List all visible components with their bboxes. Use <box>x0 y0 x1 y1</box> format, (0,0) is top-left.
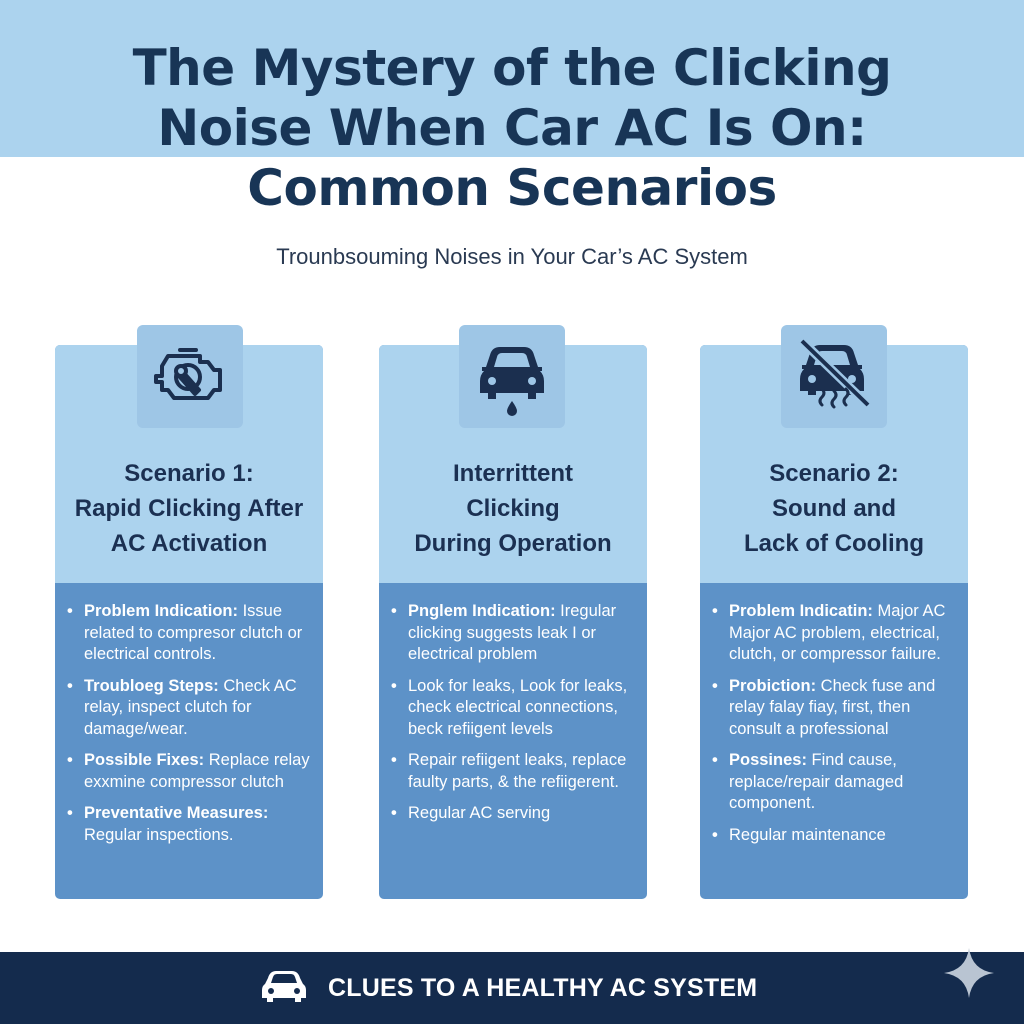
bullet-item: Troubloeg Steps: Check AC relay, inspect… <box>67 676 319 741</box>
car-leak-icon <box>459 325 565 428</box>
bullet-text: Look for leaks, Look for leaks, check el… <box>408 676 628 738</box>
card-bullet-list: Problem Indicatin: Major AC Major AC pro… <box>712 601 964 856</box>
bullet-text: Major AC Major AC problem, electrical, c… <box>729 602 946 663</box>
scenario-card-1: Scenario 1: Rapid Clicking After AC Acti… <box>55 345 323 899</box>
bullet-label: Troubloeg Steps: <box>84 676 219 695</box>
title-line-3: Common Scenarios <box>247 159 777 217</box>
heading-line: AC Activation <box>110 530 268 557</box>
bullet-text: Iregular clicking suggests leak I or ele… <box>408 602 617 663</box>
page-title: The Mystery of the Clicking Noise When C… <box>40 38 984 218</box>
bullet-text: Find cause, replace/repair damaged compo… <box>729 751 904 812</box>
header-band <box>0 0 1024 157</box>
title-line-2: Noise When Car AC Is On: <box>157 99 867 157</box>
heading-line: Sound and <box>772 495 896 522</box>
card-heading: Scenario 1: Rapid Clicking After AC Acti… <box>61 456 317 561</box>
bullet-label: Possible Fixes: <box>84 751 205 769</box>
heading-line: Scenario 1: <box>124 460 254 487</box>
heading-line: Interrittent <box>453 460 573 487</box>
bullet-text: Check AC relay, inspect clutch for damag… <box>84 676 297 738</box>
bullet-text: Issue related to compresor clutch or ele… <box>84 602 303 663</box>
bullet-item: Regular AC serving <box>391 803 643 825</box>
heading-line: Rapid Clicking After <box>74 495 304 522</box>
bullet-text: Check fuse and relay falay fiay, first, … <box>729 676 936 738</box>
bullet-text: Repair refiigent leaks, replace faulty p… <box>408 751 627 791</box>
bullet-label: Problem Indicatin: <box>729 602 873 620</box>
bullet-label: Preventative Measures: <box>84 804 269 822</box>
bullet-label: Pnglem Indication: <box>408 602 556 620</box>
bullet-item: Look for leaks, Look for leaks, check el… <box>391 676 643 741</box>
bullet-text: Regular maintenance <box>729 825 886 844</box>
heading-line: During Operation <box>414 530 612 557</box>
title-line-1: The Mystery of the Clicking <box>132 39 892 97</box>
bullet-item: Pnglem Indication: Iregular clicking sug… <box>391 601 643 666</box>
engine-wrench-icon <box>137 325 243 428</box>
scenario-card-2: Interrittent Clicking During Operation P… <box>379 345 647 899</box>
heading-line: Scenario 2: <box>769 460 899 487</box>
bullet-label: Possines: <box>729 751 807 769</box>
heading-line: Lack of Cooling <box>744 530 924 557</box>
bullet-text: Regular AC serving <box>408 804 551 822</box>
page-subtitle: Trounbsouming Noises in Your Car’s AC Sy… <box>276 244 748 269</box>
bullet-item: Repair refiigent leaks, replace faulty p… <box>391 750 643 793</box>
footer-banner: CLUES TO A HEALTHY AC SYSTEM <box>0 952 1024 1024</box>
bullet-label: Problem Indication: <box>84 602 239 620</box>
scenario-card-3: Scenario 2: Sound and Lack of Cooling Pr… <box>700 345 968 899</box>
bullet-item: Problem Indicatin: Major AC Major AC pro… <box>712 601 964 666</box>
card-bullet-list: Problem Indication: Issue related to com… <box>67 601 319 856</box>
car-no-cooling-icon <box>781 325 887 428</box>
bullet-label: Probiction: <box>729 676 817 695</box>
bullet-text: Replace relay exxmine compressor clutch <box>84 751 310 791</box>
heading-line: Clicking <box>466 495 560 522</box>
sparkle-icon <box>944 948 994 998</box>
bullet-item: Regular maintenance <box>712 825 964 847</box>
bullet-item: Possible Fixes: Replace relay exxmine co… <box>67 750 319 793</box>
card-bullet-list: Pnglem Indication: Iregular clicking sug… <box>391 601 643 835</box>
footer-text: CLUES TO A HEALTHY AC SYSTEM <box>328 974 758 1002</box>
card-heading: Interrittent Clicking During Operation <box>385 456 641 561</box>
bullet-item: Probiction: Check fuse and relay falay f… <box>712 676 964 741</box>
card-heading: Scenario 2: Sound and Lack of Cooling <box>706 456 962 561</box>
car-icon <box>262 971 306 1002</box>
bullet-item: Problem Indication: Issue related to com… <box>67 601 319 666</box>
bullet-item: Preventative Measures: Regular inspectio… <box>67 803 319 846</box>
bullet-text: Regular inspections. <box>84 825 234 844</box>
bullet-item: Possines: Find cause, replace/repair dam… <box>712 750 964 815</box>
